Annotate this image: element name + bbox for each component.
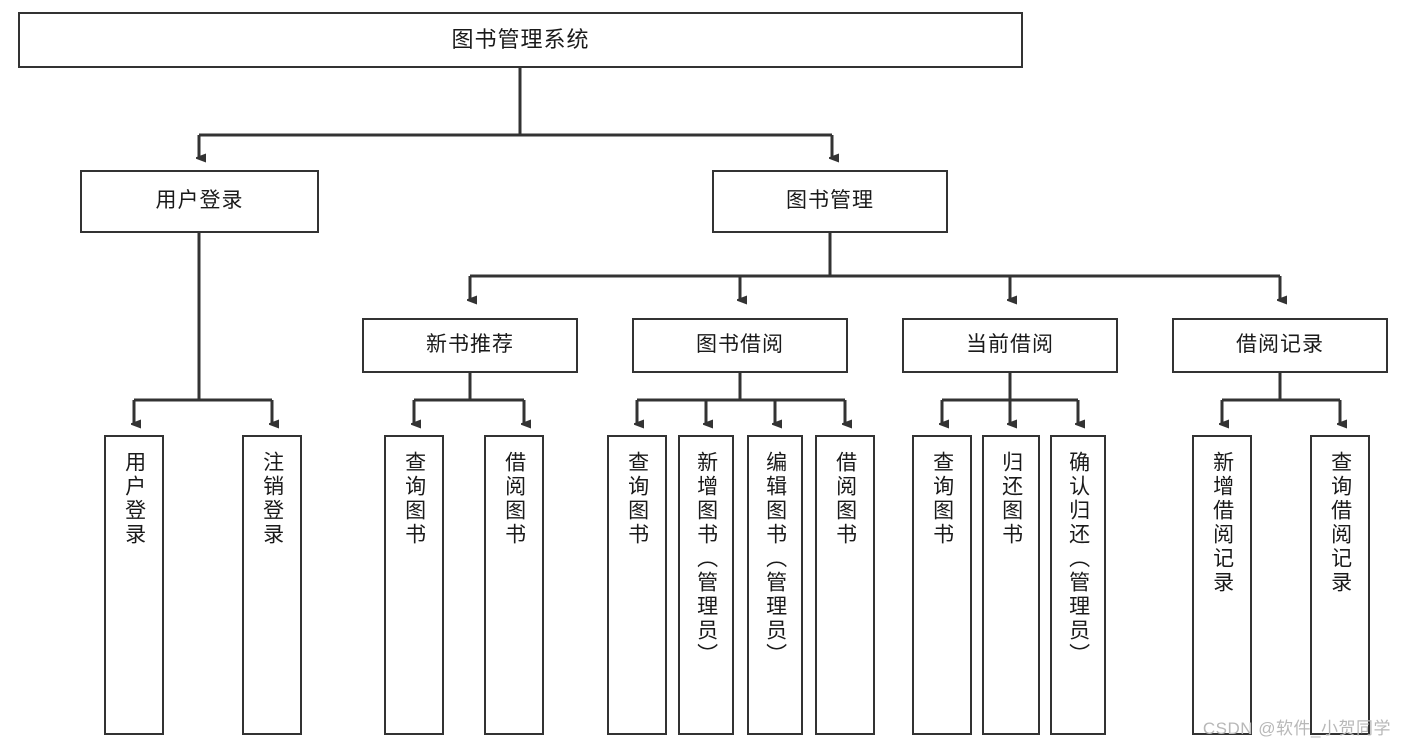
- node-label: 用户登录: [155, 189, 244, 213]
- node-label: 查询借阅记录: [1328, 451, 1352, 595]
- node-label: 新增图书（管理员）: [694, 451, 718, 667]
- node-label: 借阅记录: [1236, 333, 1324, 357]
- node-leaf-edit-book-admin[interactable]: 编辑图书（管理员）: [747, 435, 803, 735]
- node-book-management-system[interactable]: 图书管理系统: [18, 12, 1023, 68]
- node-label: 查询图书: [625, 451, 649, 547]
- node-label: 图书管理: [786, 189, 874, 213]
- node-label: 注销登录: [260, 451, 284, 547]
- node-leaf-return-book[interactable]: 归还图书: [982, 435, 1040, 735]
- node-leaf-add-borrowing-record[interactable]: 新增借阅记录: [1192, 435, 1252, 735]
- node-book-borrowing[interactable]: 图书借阅: [632, 318, 848, 373]
- node-label: 新增借阅记录: [1210, 451, 1234, 595]
- node-current-borrowing[interactable]: 当前借阅: [902, 318, 1118, 373]
- node-label: 查询图书: [402, 451, 426, 547]
- node-leaf-user-login[interactable]: 用户登录: [104, 435, 164, 735]
- node-label: 新书推荐: [426, 333, 514, 357]
- node-borrowing-record[interactable]: 借阅记录: [1172, 318, 1388, 373]
- node-leaf-query-book-borrowing[interactable]: 查询图书: [607, 435, 667, 735]
- node-leaf-add-book-admin[interactable]: 新增图书（管理员）: [678, 435, 734, 735]
- node-new-book-recommendation[interactable]: 新书推荐: [362, 318, 578, 373]
- node-label: 当前借阅: [966, 333, 1054, 357]
- node-label: 归还图书: [999, 451, 1023, 547]
- node-label: 确认归还（管理员）: [1066, 451, 1090, 667]
- node-leaf-query-borrowing-record[interactable]: 查询借阅记录: [1310, 435, 1370, 735]
- node-leaf-query-book-current[interactable]: 查询图书: [912, 435, 972, 735]
- node-book-management[interactable]: 图书管理: [712, 170, 948, 233]
- node-leaf-borrow-book[interactable]: 借阅图书: [815, 435, 875, 735]
- node-label: 图书管理系统: [451, 27, 590, 53]
- node-leaf-confirm-return-admin[interactable]: 确认归还（管理员）: [1050, 435, 1106, 735]
- node-user-login[interactable]: 用户登录: [80, 170, 319, 233]
- node-leaf-query-book-recommendation[interactable]: 查询图书: [384, 435, 444, 735]
- node-label: 图书借阅: [696, 333, 784, 357]
- node-leaf-logout-login[interactable]: 注销登录: [242, 435, 302, 735]
- node-label: 编辑图书（管理员）: [763, 451, 787, 667]
- node-label: 查询图书: [930, 451, 954, 547]
- node-label: 借阅图书: [833, 451, 857, 547]
- csdn-watermark: CSDN @软件_小贺同学: [1202, 719, 1391, 738]
- node-label: 借阅图书: [502, 451, 526, 547]
- node-leaf-borrow-book-recommendation[interactable]: 借阅图书: [484, 435, 544, 735]
- node-label: 用户登录: [122, 451, 146, 547]
